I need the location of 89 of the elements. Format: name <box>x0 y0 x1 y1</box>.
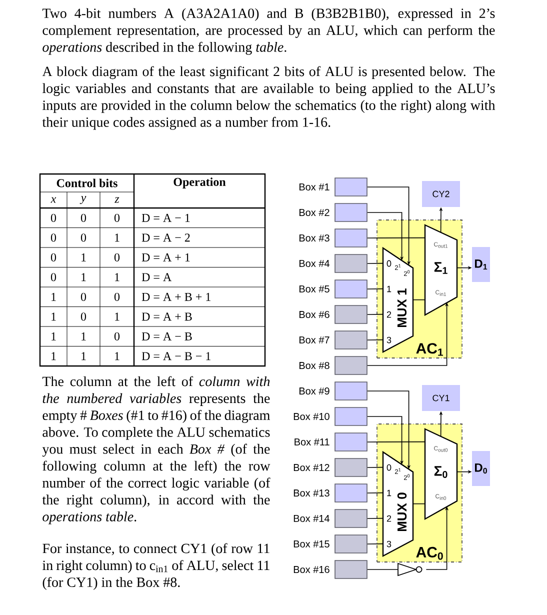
table-text: 0 <box>50 214 56 222</box>
box-label: Box #16 <box>294 566 330 574</box>
box-label: Box #10 <box>294 412 330 420</box>
table-text: D = A + B <box>142 312 192 321</box>
table-text: 0 <box>50 234 56 242</box>
table-text: 1 <box>82 253 86 262</box>
wire <box>367 543 384 544</box>
box-label: Box #6 <box>299 310 330 318</box>
table-text: 1 <box>115 312 120 321</box>
table-text: 0 <box>80 214 86 222</box>
table-text: 0 <box>114 292 120 301</box>
table-text: 0 <box>114 214 120 222</box>
table-text: 1 <box>115 234 120 242</box>
table-text: 1 <box>82 332 86 340</box>
pin-label: 0 <box>386 464 392 471</box>
pin-label: 0 <box>386 260 392 267</box>
adder-label: Σ$_{0}$ <box>434 466 448 478</box>
table-text: 1 <box>115 352 120 360</box>
wire <box>367 314 384 315</box>
box-label: Box #8 <box>299 362 330 370</box>
table-header: Operation <box>174 178 226 188</box>
block-label: AC$_{0}$ <box>416 546 443 560</box>
pin-label: 3 <box>386 336 392 344</box>
paragraph: The column at the left of column with the numbered variables represents the empty # Boxes (#1 to #16) of the diagram above. To complete the ALU schematics you must select in each Box # (of the following column at the left) the row number of the correct logic variable (of the right column), in accord with the operations table. <box>42 376 270 524</box>
box-label: Box #3 <box>299 234 330 242</box>
paragraph: A block diagram of the least significant 2 bits of ALU is presented below. The logic variables and constants that are available to being applied to the ALU’s inputs are provided in the column below the schematics (to the right) along with their unique codes assigned as a number from 1-16. <box>42 66 496 130</box>
block-label: AC$_{1}$ <box>416 343 443 356</box>
wire <box>367 262 384 264</box>
pin-label: 2 <box>386 311 392 318</box>
pin-label: 1 <box>387 286 392 292</box>
box-label: Box #5 <box>299 286 330 292</box>
table-text: 1 <box>52 352 56 360</box>
table-text: D = A − 2 <box>142 234 190 242</box>
wire <box>367 237 426 238</box>
table-text: 1 <box>52 332 56 340</box>
table-header: Control bits <box>56 178 118 188</box>
box-label: Box #1 <box>299 184 330 190</box>
mux-label: MUX 1 <box>397 288 407 327</box>
table-text: D = A + 1 <box>142 253 190 262</box>
table-text: 0 <box>50 253 56 262</box>
box-label: Box #9 <box>299 387 330 395</box>
box-label: Box #15 <box>294 540 330 548</box>
wire <box>367 339 384 340</box>
table-header: z <box>114 197 120 203</box>
output-box: D$_{1}$ <box>472 247 490 282</box>
output-box: D$_{0}$ <box>472 451 490 486</box>
box-label: Box #12 <box>294 464 330 472</box>
box-label: Box #11 <box>294 438 330 446</box>
table-header: x <box>50 197 56 203</box>
table-text: D = A − B <box>142 332 192 340</box>
paragraph: Two 4-bit numbers A (A3A2A1A0) and B (B3B2B1B0), expressed in 2’s complement representation, are processed by an ALU, which can perform the operations described in the following table. <box>42 8 495 55</box>
table-text: D = A <box>142 273 172 282</box>
pin-label: 2 <box>386 515 392 522</box>
adder-label: Σ$_{1}$ <box>434 262 448 274</box>
box-label: Box #4 <box>299 260 330 267</box>
inverter-symbol <box>398 563 422 576</box>
wire <box>412 299 426 300</box>
table-text: 1 <box>52 312 56 321</box>
wire <box>367 569 398 570</box>
pin-label: 3 <box>386 540 392 548</box>
wire <box>367 441 426 442</box>
wire <box>367 288 384 290</box>
wire <box>367 518 384 519</box>
table-text: 1 <box>82 273 86 282</box>
box-label: Box #13 <box>294 489 330 497</box>
table-text: 0 <box>80 312 86 321</box>
wire <box>367 466 384 468</box>
table-text: 0 <box>114 332 120 340</box>
box-label: Box #14 <box>294 515 330 522</box>
table-text: D = A − B − 1 <box>142 352 210 360</box>
pin-label: 1 <box>387 490 392 496</box>
table-text: 0 <box>114 253 120 262</box>
table-text: 1 <box>82 352 86 360</box>
box-label: Box #7 <box>299 336 330 344</box>
mux-label: MUX 0 <box>397 492 407 531</box>
paragraph: For instance, to connect CY1 (of row 11 in right column) to c$_{in1}$ of ALU, select 11 (for CY1) in the Box #8. <box>42 543 270 590</box>
table-text: D = A − 1 <box>142 214 190 222</box>
box-label: Box #2 <box>299 208 330 216</box>
table-text: 1 <box>52 292 56 301</box>
table-text: 0 <box>80 234 86 242</box>
table-text: 1 <box>115 273 120 282</box>
output-box: CY2 <box>422 181 460 207</box>
table-text: 0 <box>50 273 56 282</box>
table-header: y <box>80 196 86 204</box>
table-text: D = A + B + 1 <box>142 292 210 301</box>
wire <box>367 492 384 494</box>
table-text: 0 <box>80 292 86 301</box>
wire <box>412 503 426 504</box>
output-box: CY1 <box>422 385 460 411</box>
